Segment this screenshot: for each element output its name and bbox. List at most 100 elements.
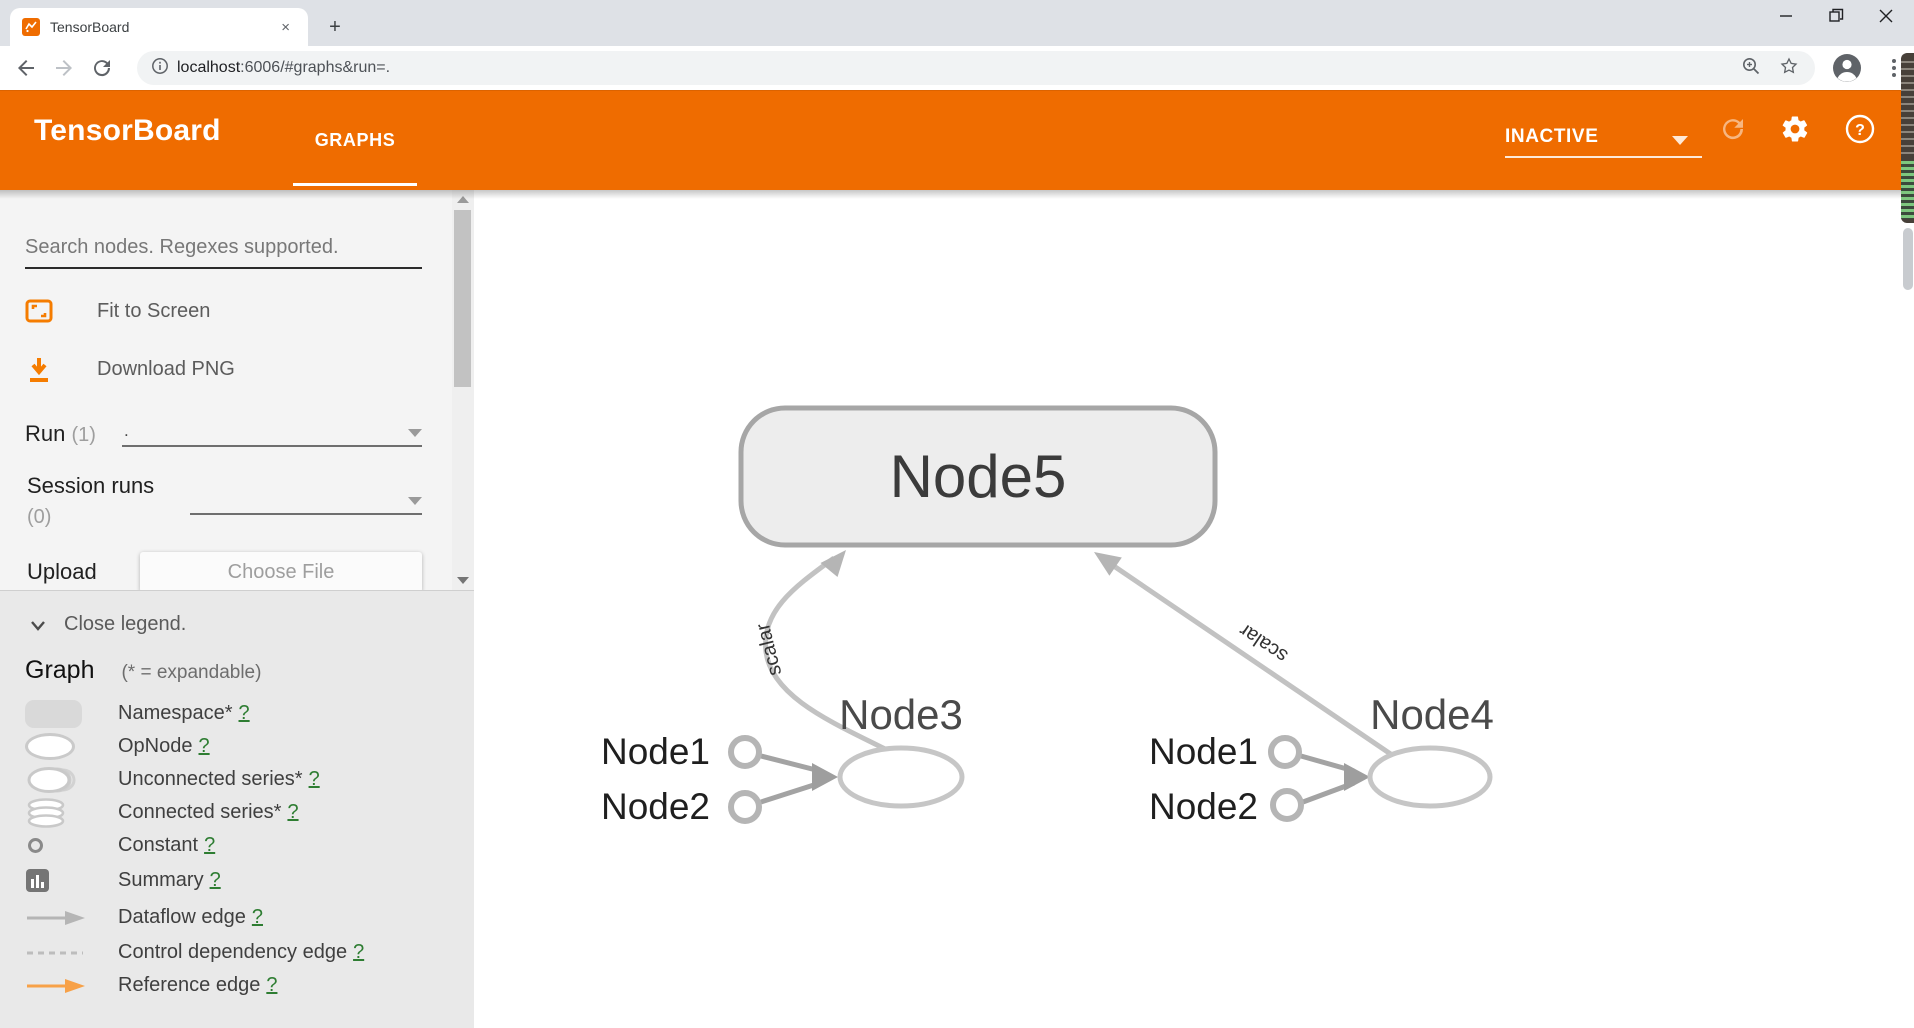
- legend-label: Control dependency edge: [118, 941, 348, 963]
- window-controls: [1778, 0, 1906, 36]
- help-link[interactable]: ?: [238, 702, 250, 724]
- download-png-label: Download PNG: [97, 357, 235, 380]
- legend-label: Namespace*: [118, 702, 233, 724]
- sidebar-scrollbar[interactable]: [452, 190, 474, 590]
- run-select[interactable]: .: [121, 417, 422, 447]
- legend-item-dataflow-edge: Dataflow edge ?: [25, 899, 474, 936]
- scrollbar-thumb[interactable]: [454, 210, 471, 387]
- control-dependency-edge-icon: [25, 949, 87, 957]
- session-runs-label: Session runs: [27, 473, 155, 498]
- upload-row: Upload Choose File: [27, 552, 422, 590]
- session-runs-count: (0): [27, 506, 52, 528]
- sidebar-upper-panel: Fit to Screen Download PNG Run (1) . Ses…: [0, 190, 474, 590]
- help-link[interactable]: ?: [198, 735, 210, 757]
- browser-tabstrip: TensorBoard × +: [0, 0, 1914, 46]
- node3-label: Node3: [839, 691, 963, 738]
- edge-node4-arrowhead-icon: [1094, 552, 1122, 576]
- help-link[interactable]: ?: [353, 941, 365, 963]
- data-status-dropdown[interactable]: INACTIVE: [1505, 114, 1702, 158]
- node5-label: Node5: [890, 443, 1067, 510]
- tab-close-icon[interactable]: ×: [281, 18, 290, 36]
- edge-node3-to-node5[interactable]: [763, 555, 889, 753]
- tab-graphs[interactable]: GRAPHS: [293, 90, 417, 190]
- main-content: Fit to Screen Download PNG Run (1) . Ses…: [0, 190, 1914, 1028]
- node1-left-constant[interactable]: [728, 735, 762, 769]
- legend-label: OpNode: [118, 735, 193, 757]
- legend-label: Reference edge: [118, 974, 261, 996]
- edge-label-scalar-right: scalar: [1235, 619, 1292, 667]
- refresh-icon[interactable]: [1718, 114, 1748, 144]
- url-bar[interactable]: localhost:6006/#graphs&run=.: [137, 51, 1815, 85]
- close-legend-toggle[interactable]: Close legend.: [28, 613, 474, 636]
- url-text[interactable]: localhost:6006/#graphs&run=.: [177, 59, 1741, 77]
- close-legend-label: Close legend.: [64, 613, 187, 635]
- node1-left-label: Node1: [601, 731, 710, 772]
- forward-icon[interactable]: [52, 56, 76, 80]
- scroll-down-icon[interactable]: [457, 577, 469, 584]
- node5-namespace[interactable]: [738, 405, 1218, 548]
- new-tab-button[interactable]: +: [329, 16, 341, 38]
- session-runs-select[interactable]: [190, 485, 422, 515]
- minimap-highlight: [1901, 161, 1914, 219]
- reference-edge-icon: [25, 978, 87, 994]
- fit-to-screen-button[interactable]: Fit to Screen: [25, 297, 474, 325]
- settings-gear-icon[interactable]: [1780, 114, 1810, 144]
- browser-profile-avatar[interactable]: [1832, 53, 1862, 83]
- run-select-row: Run (1) .: [25, 417, 422, 447]
- scroll-up-icon[interactable]: [457, 196, 469, 203]
- node4-opnode[interactable]: [1367, 745, 1493, 809]
- edge-node2-to-node3[interactable]: [760, 780, 821, 805]
- bookmark-star-icon[interactable]: [1779, 56, 1799, 81]
- url-rest: :6006/#graphs&run=.: [240, 59, 391, 76]
- tab-graphs-label: GRAPHS: [314, 129, 396, 150]
- search-input[interactable]: [25, 234, 422, 269]
- svg-text:?: ?: [1855, 122, 1865, 139]
- edge-node4-to-node5[interactable]: [1100, 555, 1400, 762]
- help-icon[interactable]: ?: [1845, 114, 1875, 144]
- fit-to-screen-label: Fit to Screen: [97, 299, 211, 322]
- chevron-down-icon: [28, 615, 48, 635]
- help-link[interactable]: ?: [287, 801, 299, 823]
- graph-canvas[interactable]: scalar scalar Node5 Node3 Node1 Node2 No…: [474, 190, 1901, 1028]
- chevron-down-icon: [408, 429, 422, 437]
- legend-title: Graph: [25, 656, 95, 684]
- browser-tab[interactable]: TensorBoard ×: [10, 8, 308, 46]
- choose-file-button[interactable]: Choose File: [140, 552, 422, 590]
- scroll-minimap[interactable]: [1901, 53, 1914, 223]
- node2-right-label: Node2: [1149, 786, 1258, 827]
- help-link[interactable]: ?: [204, 834, 216, 856]
- help-link[interactable]: ?: [251, 906, 263, 928]
- legend-item-opnode: OpNode ?: [25, 730, 474, 763]
- session-runs-select-row: Session runs (0): [27, 471, 422, 532]
- edge-node1-to-node3[interactable]: [760, 753, 821, 774]
- run-label: Run: [25, 421, 66, 446]
- help-link[interactable]: ?: [266, 974, 278, 996]
- node3-opnode[interactable]: [837, 745, 965, 809]
- node4-label: Node4: [1370, 691, 1494, 738]
- node2-left-constant[interactable]: [728, 790, 762, 824]
- node1-right-constant[interactable]: [1268, 735, 1302, 769]
- window-minimize-button[interactable]: [1778, 8, 1794, 28]
- download-png-button[interactable]: Download PNG: [25, 355, 474, 383]
- node2-right-constant[interactable]: [1270, 788, 1304, 822]
- window-close-button[interactable]: [1878, 8, 1894, 28]
- window-restore-button[interactable]: [1828, 8, 1844, 28]
- page-info-icon[interactable]: [151, 57, 169, 80]
- legend-item-constant: Constant ?: [25, 829, 474, 862]
- edge-label-scalar-left: scalar: [752, 621, 786, 678]
- help-link[interactable]: ?: [308, 768, 320, 790]
- run-select-value: .: [123, 421, 129, 440]
- unconnected-series-icon: [25, 766, 87, 794]
- help-link[interactable]: ?: [209, 869, 221, 891]
- tab-active-indicator: [293, 183, 417, 186]
- tensorboard-favicon-icon: [22, 18, 40, 36]
- back-icon[interactable]: [14, 56, 38, 80]
- page-scrollbar-thumb[interactable]: [1903, 228, 1913, 290]
- zoom-icon[interactable]: [1741, 56, 1761, 81]
- status-underline: [1505, 156, 1702, 158]
- browser-menu-icon[interactable]: [1892, 56, 1896, 80]
- connected-series-icon: [25, 797, 87, 828]
- legend-item-connected-series: Connected series* ?: [25, 796, 474, 829]
- reload-icon[interactable]: [90, 56, 114, 80]
- upload-label: Upload: [27, 559, 97, 584]
